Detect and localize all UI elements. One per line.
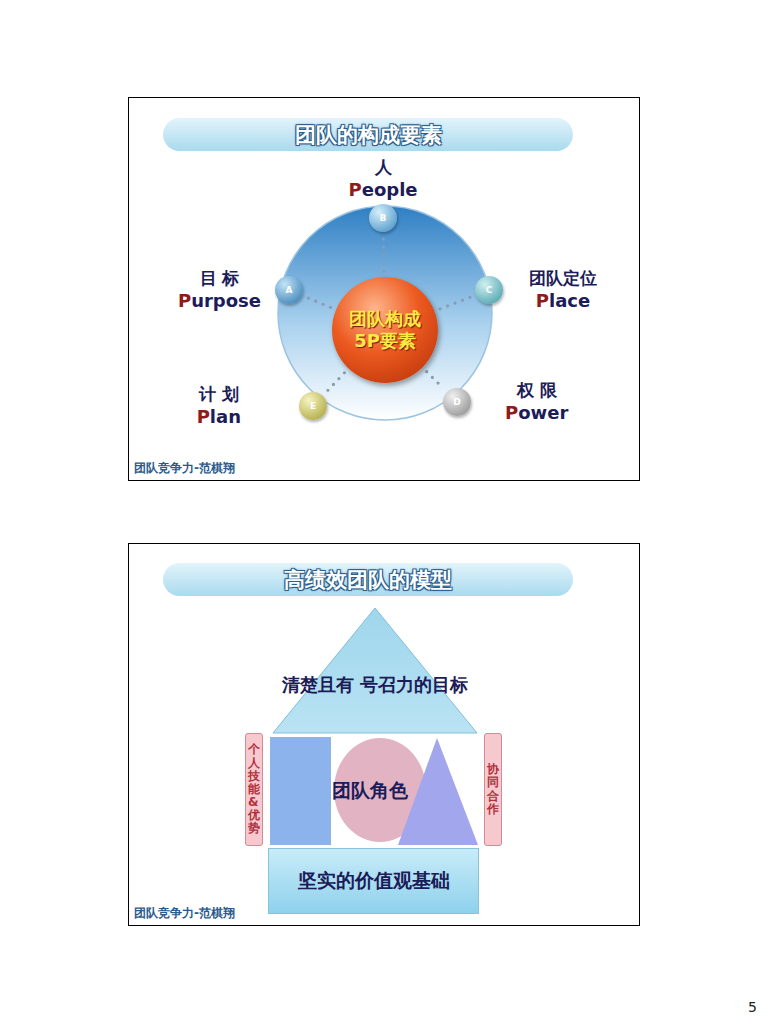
circle-letter: B	[380, 213, 387, 223]
slide-frame: 高绩效团队的模型清楚且有 号召力的目标个人技能&优势 团队角色 协同合作坚实的价值观…	[128, 543, 640, 926]
page-number: 5	[748, 999, 757, 1015]
roof-shape	[272, 607, 478, 734]
side-pillar: 协同合作	[484, 733, 502, 846]
base-block: 坚实的价值观基础	[268, 848, 479, 914]
roof-outline	[273, 608, 477, 733]
role-rectangle	[270, 737, 331, 845]
dotted-connector	[427, 372, 443, 388]
element-circle: E计 划Plan	[299, 392, 327, 420]
pillar-text: 协同合作	[487, 763, 499, 816]
element-circle: C团队定位Place	[475, 276, 503, 304]
role-panel: 团队角色	[268, 736, 480, 846]
circle-letter: C	[486, 285, 493, 295]
footer-text: 团队竞争力-范棋翔	[134, 905, 235, 922]
pillar-text: 个人技能&优势	[248, 743, 260, 835]
element-circle: A目 标Purpose	[275, 276, 303, 304]
title-band: 高绩效团队的模型	[163, 563, 573, 596]
element-name: 人	[348, 156, 417, 178]
dotted-connector	[440, 297, 470, 309]
dotted-connector	[327, 373, 345, 392]
circle-letter: E	[310, 401, 316, 411]
role-triangle	[398, 738, 478, 845]
title-band: 团队的构成要素	[163, 118, 573, 151]
element-circle: D权 限Power	[443, 388, 471, 416]
element-name: Place	[529, 289, 597, 312]
element-name: Power	[505, 401, 568, 424]
element-name: 团队定位	[529, 267, 597, 289]
slide-frame: 团队的构成要素团队构成 5P要素B人PeopleA目 标PurposeC团队定位…	[128, 97, 640, 481]
element-label: 权 限Power	[505, 379, 568, 424]
backdrop-circle	[278, 206, 492, 420]
title-text: 高绩效团队的模型	[284, 566, 452, 594]
base-text: 坚实的价值观基础	[298, 868, 450, 894]
dotted-connector	[382, 238, 386, 271]
element-name: 计 划	[197, 383, 241, 405]
core-text: 团队构成 5P要素	[342, 308, 428, 353]
element-label: 人People	[348, 156, 417, 201]
roof-triangle: 清楚且有 号召力的目标	[272, 607, 478, 734]
footer-text: 团队竞争力-范棋翔	[134, 460, 235, 477]
title-text: 团队的构成要素	[295, 121, 442, 149]
element-name: Purpose	[178, 289, 261, 312]
element-name: 权 限	[505, 379, 568, 401]
element-circle: B人People	[369, 204, 397, 232]
core-circle: 团队构成 5P要素	[332, 277, 438, 383]
circle-letter: D	[453, 397, 460, 407]
element-label: 团队定位Place	[529, 267, 597, 312]
dotted-connector	[307, 298, 330, 308]
element-name: People	[348, 178, 417, 201]
element-name: Plan	[197, 405, 241, 428]
goal-text: 清楚且有 号召力的目标	[272, 673, 478, 696]
element-label: 计 划Plan	[197, 383, 241, 428]
side-pillar: 个人技能&优势	[245, 733, 263, 846]
circle-letter: A	[286, 285, 293, 295]
element-label: 目 标Purpose	[178, 267, 261, 312]
role-text: 团队角色	[332, 778, 408, 804]
element-name: 目 标	[178, 267, 261, 289]
